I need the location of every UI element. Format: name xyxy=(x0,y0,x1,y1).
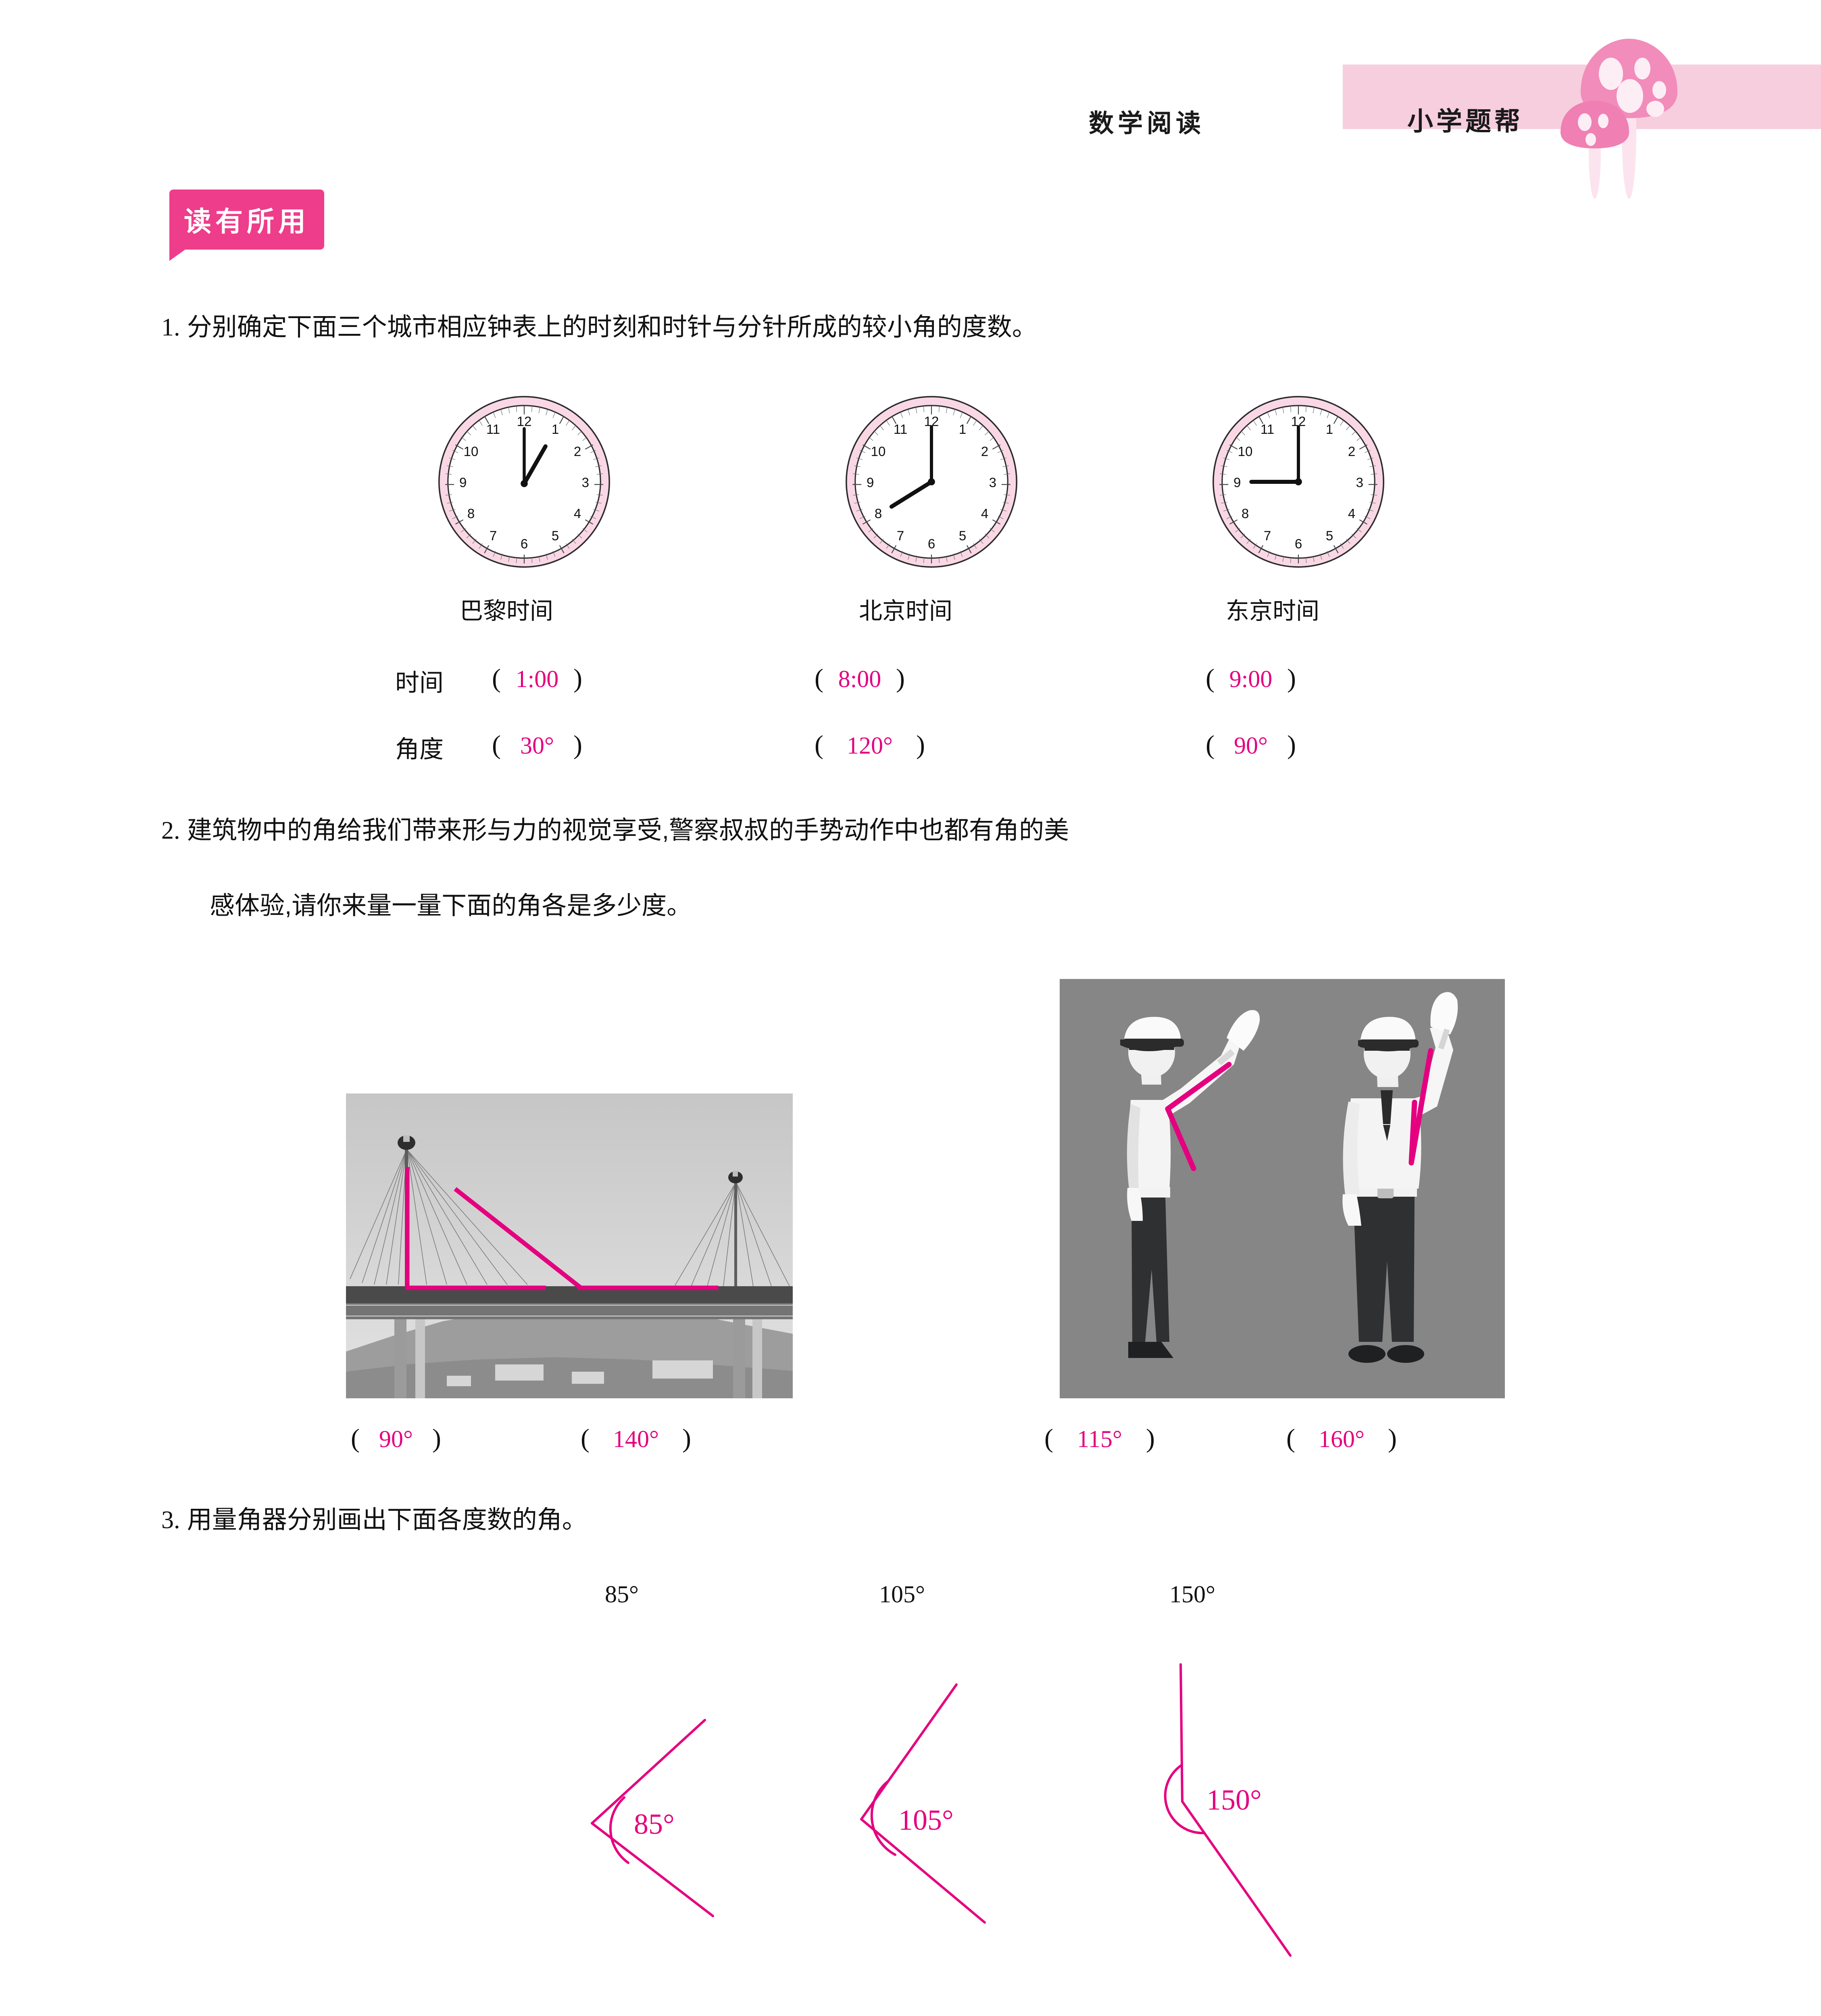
angle-answer-row: 角度 (30°) (120°) (90°) xyxy=(0,730,1821,774)
svg-text:11: 11 xyxy=(894,422,907,437)
city-label-row: 巴黎时间 北京时间 东京时间 xyxy=(0,592,1821,628)
svg-text:3: 3 xyxy=(989,475,996,490)
svg-text:8: 8 xyxy=(875,506,882,521)
svg-text:2: 2 xyxy=(981,444,988,459)
svg-text:8: 8 xyxy=(467,506,475,521)
svg-text:3: 3 xyxy=(582,475,589,490)
question-2-answer-row: (90°) (140°) (115°) (160°) xyxy=(0,1423,1821,1468)
svg-text:2: 2 xyxy=(1348,444,1355,459)
city-label-paris: 巴黎时间 xyxy=(460,598,554,624)
svg-text:5: 5 xyxy=(552,528,559,543)
svg-text:10: 10 xyxy=(464,444,479,459)
question-2-number: 2. xyxy=(161,817,180,844)
angle-figure-85-label: 85° xyxy=(634,1808,675,1840)
time-answer-tokyo[interactable]: (9:00) xyxy=(1206,664,1296,693)
section-badge: 读有所用 xyxy=(169,190,325,261)
angle-answer-beijing-value: 120° xyxy=(846,732,893,759)
svg-text:7: 7 xyxy=(1264,528,1271,543)
angle-figure-105: 105° xyxy=(827,1637,1093,1964)
svg-text:2: 2 xyxy=(574,444,581,459)
svg-text:9: 9 xyxy=(1233,475,1241,490)
question-1-number: 1. xyxy=(161,314,180,341)
angle-prompt-150: 150° xyxy=(1169,1581,1215,1608)
city-label-beijing: 北京时间 xyxy=(859,598,953,624)
bridge-photo xyxy=(346,1093,793,1398)
question-2-text-line1: 2. 建筑物中的角给我们带来形与力的视觉享受,警察叔叔的手势动作中也都有角的美 xyxy=(161,810,1069,852)
svg-text:8: 8 xyxy=(1242,506,1249,521)
svg-text:5: 5 xyxy=(1326,528,1333,543)
mushroom-icon xyxy=(1508,31,1698,201)
time-answer-beijing-value: 8:00 xyxy=(838,666,881,692)
police-angle-answer-1-value: 115° xyxy=(1077,1426,1122,1452)
svg-text:3: 3 xyxy=(1356,475,1363,490)
time-row-label: 时间 xyxy=(395,669,444,696)
svg-text:11: 11 xyxy=(486,422,500,437)
police-angle-answer-2[interactable]: (160°) xyxy=(1286,1424,1397,1453)
svg-text:4: 4 xyxy=(1348,506,1355,521)
bridge-angle-answer-1-value: 90° xyxy=(379,1426,413,1452)
bridge-angle-answer-2[interactable]: (140°) xyxy=(581,1424,691,1453)
svg-text:1: 1 xyxy=(1326,422,1333,437)
angle-figure-85: 85° xyxy=(556,1645,855,1964)
svg-text:9: 9 xyxy=(459,475,467,490)
angle-answer-paris[interactable]: (30°) xyxy=(492,730,582,760)
angle-figure-105-label: 105° xyxy=(898,1804,954,1836)
time-answer-paris[interactable]: (1:00) xyxy=(492,664,582,693)
question-2-text-line2: 感体验,请你来量一量下面的角各是多少度。 xyxy=(210,892,692,920)
svg-text:7: 7 xyxy=(490,528,497,543)
bridge-angle-answer-1[interactable]: (90°) xyxy=(351,1424,441,1453)
svg-text:9: 9 xyxy=(867,475,874,490)
angle-answer-paris-value: 30° xyxy=(520,732,554,759)
svg-text:11: 11 xyxy=(1261,422,1274,437)
time-answer-beijing[interactable]: (8:00) xyxy=(815,664,905,693)
angle-prompt-105: 105° xyxy=(879,1581,925,1608)
time-answer-row: 时间 (1:00) (8:00) (9:00) xyxy=(0,663,1821,708)
angle-figure-150: 150° xyxy=(1121,1637,1379,1968)
police-gesture-photo xyxy=(1060,979,1505,1398)
svg-text:6: 6 xyxy=(928,536,935,551)
section-badge-label: 读有所用 xyxy=(169,190,325,261)
police-angle-answer-1[interactable]: (115°) xyxy=(1044,1424,1155,1453)
angle-figure-150-label: 150° xyxy=(1206,1784,1262,1816)
time-answer-tokyo-value: 9:00 xyxy=(1229,666,1273,692)
svg-text:10: 10 xyxy=(871,444,886,459)
question-3-text: 3. 用量角器分别画出下面各度数的角。 xyxy=(161,1499,587,1541)
svg-text:7: 7 xyxy=(897,528,904,543)
angle-answer-beijing[interactable]: (120°) xyxy=(815,730,925,760)
svg-text:10: 10 xyxy=(1238,444,1253,459)
angle-prompt-85: 85° xyxy=(605,1581,639,1608)
bridge-angle-answer-2-value: 140° xyxy=(613,1426,659,1452)
angle-answer-tokyo[interactable]: (90°) xyxy=(1206,730,1296,760)
svg-text:12: 12 xyxy=(517,414,532,429)
question-3-body: 用量角器分别画出下面各度数的角。 xyxy=(187,1506,587,1534)
svg-text:6: 6 xyxy=(1295,536,1302,551)
svg-text:6: 6 xyxy=(521,536,528,551)
svg-text:4: 4 xyxy=(574,506,581,521)
svg-text:4: 4 xyxy=(981,506,988,521)
svg-text:5: 5 xyxy=(959,528,966,543)
question-3-number: 3. xyxy=(161,1506,180,1534)
question-1-text: 1. 分别确定下面三个城市相应钟表上的时刻和时针与分针所成的较小角的度数。 xyxy=(161,306,1037,348)
question-1-body: 分别确定下面三个城市相应钟表上的时刻和时针与分针所成的较小角的度数。 xyxy=(187,313,1037,341)
time-answer-paris-value: 1:00 xyxy=(515,666,559,692)
svg-text:1: 1 xyxy=(552,422,559,437)
police-angle-answer-2-value: 160° xyxy=(1318,1426,1365,1452)
city-label-tokyo: 东京时间 xyxy=(1226,598,1320,624)
angle-row-label: 角度 xyxy=(395,736,444,763)
page-header-title: 数学阅读 xyxy=(1089,110,1205,137)
angle-answer-tokyo-value: 90° xyxy=(1233,732,1268,759)
svg-text:1: 1 xyxy=(959,422,966,437)
brand-label: 小学题帮 xyxy=(1407,107,1523,136)
question-2-body-line1: 建筑物中的角给我们带来形与力的视觉享受,警察叔叔的手势动作中也都有角的美 xyxy=(187,816,1069,844)
